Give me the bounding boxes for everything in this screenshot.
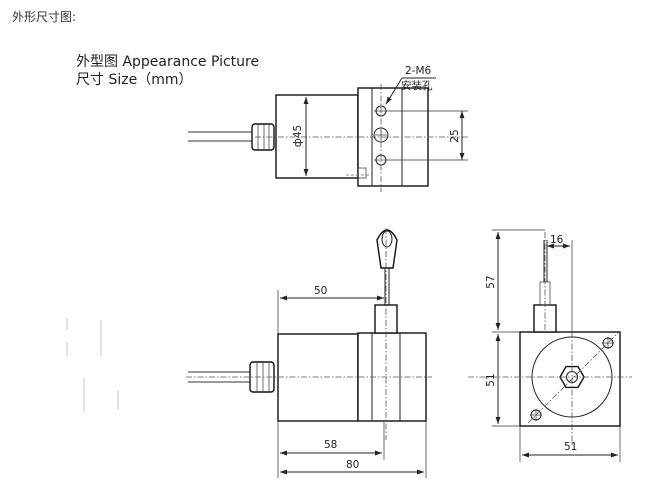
top-side-view [188,77,468,192]
dim-total-length: 80 [346,459,359,471]
dim-diameter: ф45 [292,125,304,147]
dim-wire-height: 57 [485,275,497,288]
label-mount-hole: 2-M6 [405,65,432,77]
dim-flange-width: 51 [564,441,577,453]
dim-hole-spacing: 25 [449,129,461,142]
drawing-subtitle: 尺寸 Size（mm） [76,72,192,88]
bottom-side-view [186,228,432,478]
dim-wire-axis-offset: 50 [314,285,327,297]
label-mount-hole-cn: 安装孔 [401,79,433,92]
dim-wire-offset: 16 [550,234,564,246]
dim-body-length: 58 [324,439,337,451]
page-header: 外形尺寸图: [12,10,77,24]
scan-artifacts [66,318,119,412]
dim-flange-height: 51 [485,373,497,386]
drawing-title: 外型图 Appearance Picture [76,54,259,70]
front-view [468,229,632,462]
